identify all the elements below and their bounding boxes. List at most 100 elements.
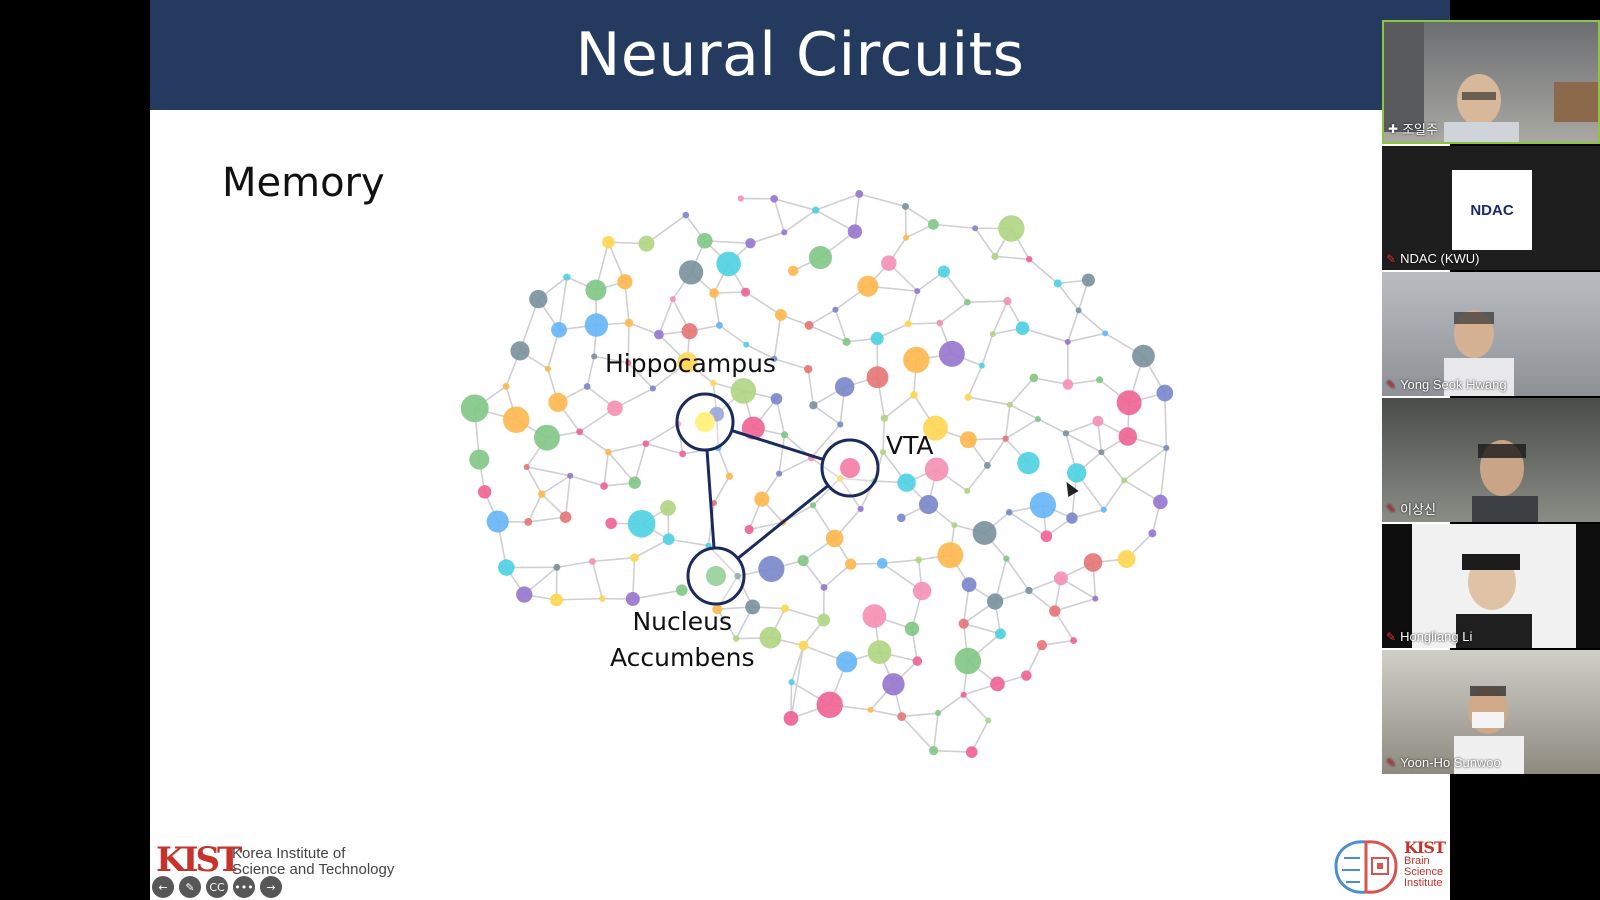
participant-tile[interactable]: ✎ Yong Seok Hwang — [1382, 272, 1600, 396]
network-edge — [1054, 610, 1075, 641]
network-node — [951, 522, 958, 529]
network-node — [1029, 492, 1057, 519]
pin-icon: ✚ — [1388, 121, 1399, 136]
participant-video — [1444, 310, 1514, 396]
network-edge — [528, 516, 566, 523]
network-node — [986, 593, 1004, 610]
network-node — [1081, 273, 1095, 287]
pen-icon[interactable]: ✎ — [179, 876, 201, 898]
network-node — [935, 709, 942, 717]
network-node — [1049, 605, 1061, 617]
participant-tile[interactable]: ✚ 조일주 — [1382, 20, 1600, 144]
network-node — [649, 385, 656, 392]
network-node — [1163, 444, 1170, 451]
kist-logo-mark: KIST — [156, 840, 242, 880]
network-node — [787, 265, 799, 277]
network-node — [550, 593, 563, 607]
network-node — [845, 558, 857, 570]
participant-name: 조일주 — [1402, 122, 1438, 137]
network-edge — [713, 475, 731, 504]
network-edge — [745, 291, 782, 316]
network-node — [834, 377, 855, 397]
network-nodes — [460, 190, 1174, 758]
network-node — [1116, 390, 1142, 416]
network-node — [781, 604, 790, 613]
network-edge — [808, 308, 836, 327]
network-edge — [1065, 432, 1102, 453]
network-edge — [901, 716, 935, 752]
network-node — [876, 558, 888, 569]
more-icon[interactable]: ••• — [233, 876, 255, 898]
participant-name-row: ✎ Hongliang Li — [1386, 629, 1472, 644]
network-node — [1053, 279, 1062, 288]
hippocampus-node — [695, 412, 715, 432]
network-node — [867, 706, 874, 713]
network-node — [923, 415, 948, 441]
circuit-connection — [732, 429, 823, 461]
network-node — [625, 591, 640, 607]
network-node — [804, 320, 814, 330]
network-node — [964, 393, 972, 401]
presentation-slide: Neural Circuits Memory Hippocampus VTA N… — [150, 0, 1450, 900]
network-edge — [783, 209, 817, 233]
network-node — [602, 235, 615, 249]
network-node — [1075, 307, 1082, 314]
network-node — [924, 457, 949, 482]
previous-slide-icon[interactable]: ← — [152, 876, 174, 898]
network-node — [960, 691, 967, 698]
bsi-kist-mark: KIST — [1404, 838, 1446, 857]
network-edge — [790, 645, 805, 719]
network-node — [734, 572, 741, 580]
network-node — [936, 319, 944, 327]
slide-title: Neural Circuits — [575, 20, 1025, 90]
network-node — [1021, 670, 1032, 681]
network-node — [1062, 379, 1074, 390]
next-slide-icon[interactable]: → — [260, 876, 282, 898]
network-node — [745, 599, 761, 615]
network-edge — [981, 333, 994, 366]
network-node — [627, 509, 656, 538]
network-node — [709, 288, 719, 298]
participant-tile[interactable]: NDAC ✎ NDAC (KWU) — [1382, 146, 1600, 270]
network-node — [808, 245, 832, 270]
participant-name-row: ✎ Yong Seok Hwang — [1386, 377, 1507, 392]
network-edge — [974, 227, 996, 257]
participant-tile[interactable]: ✎ 이상신 — [1382, 398, 1600, 522]
network-edges — [473, 193, 1168, 753]
network-node — [524, 517, 533, 526]
network-node — [797, 554, 809, 567]
network-edge — [908, 322, 940, 325]
vta-label: VTA — [886, 431, 934, 460]
network-edge — [1009, 377, 1035, 406]
network-node — [937, 542, 964, 569]
network-node — [989, 330, 996, 338]
network-node — [607, 400, 623, 417]
network-edge — [773, 198, 816, 211]
network-node — [605, 448, 612, 456]
network-edge — [808, 324, 847, 343]
network-node — [866, 366, 889, 389]
network-node — [961, 577, 977, 593]
network-node — [617, 274, 633, 290]
participant-name: NDAC (KWU) — [1400, 251, 1480, 266]
network-node — [836, 651, 858, 673]
network-edge — [839, 477, 862, 510]
captions-icon[interactable]: CC — [206, 876, 228, 898]
network-edge — [717, 447, 731, 477]
network-edge — [594, 355, 629, 364]
network-node — [912, 581, 932, 601]
network-node — [810, 502, 817, 509]
bsi-line3: Institute — [1404, 877, 1443, 889]
network-node — [837, 421, 844, 428]
network-edge — [579, 431, 609, 453]
participant-tile[interactable]: ✎ Hongliang Li — [1382, 524, 1600, 648]
mic-muted-icon: ✎ — [1386, 755, 1397, 770]
participant-video — [1412, 524, 1576, 648]
network-node — [599, 595, 606, 602]
participant-tile[interactable]: ✎ Yoon-Ho Sunwoo — [1382, 650, 1600, 774]
network-edge — [966, 464, 988, 492]
participant-video — [1472, 440, 1538, 522]
mic-muted-icon: ✎ — [1386, 501, 1397, 516]
network-node — [985, 717, 992, 724]
network-edge — [939, 301, 968, 324]
